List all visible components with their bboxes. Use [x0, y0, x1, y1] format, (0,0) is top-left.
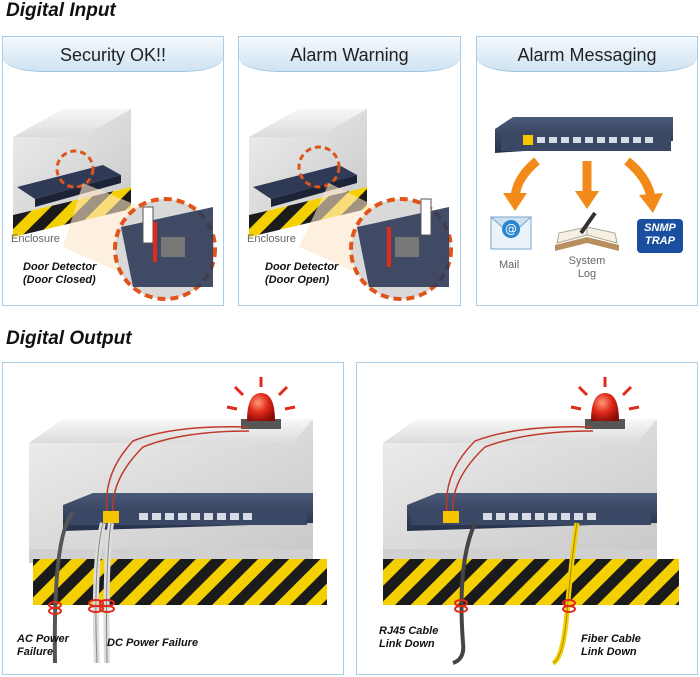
detector-line1: Door Detector	[23, 261, 97, 273]
svg-text:@: @	[505, 222, 517, 236]
fiber-line1: Fiber Cable	[581, 633, 641, 645]
system-log-line1: System	[568, 255, 606, 267]
rj45-line1: RJ45 Cable	[379, 625, 439, 637]
detector-line1: Door Detector	[265, 261, 339, 273]
ac-line1: AC Power	[17, 633, 69, 645]
system-log-book-icon	[555, 211, 619, 251]
digital-output-title: Digital Output	[6, 328, 132, 349]
system-log-line2: Log	[577, 268, 597, 280]
snmp-trap-label: SNMP TRAP	[637, 222, 683, 248]
system-log-label: System Log	[563, 255, 611, 281]
mail-icon: @	[489, 216, 533, 250]
rj45-line2: Link Down	[379, 638, 435, 650]
enclosure-door-open-illustration	[249, 109, 453, 301]
link-down-illustration	[383, 377, 679, 666]
fiber-link-down-label: Fiber Cable Link Down	[581, 633, 641, 659]
fiber-line2: Link Down	[581, 646, 637, 658]
detector-line2: (Door Closed)	[23, 274, 96, 286]
snmp-line1: SNMP	[644, 222, 676, 234]
messaging-illustration	[495, 117, 673, 213]
panel-security-ok: Security OK!! Enclosure Door Detector (D…	[2, 36, 224, 306]
ac-line2: Failure	[17, 646, 54, 658]
enclosure-door-closed-illustration	[13, 109, 217, 301]
enclosure-label: Enclosure	[11, 233, 60, 245]
panel-link-down: RJ45 Cable Link Down Fiber Cable Link Do…	[356, 362, 698, 675]
tab-alarm-warning: Alarm Warning	[239, 37, 460, 72]
panel-power-failure: AC Power Failure DC Power Failure	[2, 362, 344, 675]
tab-security-ok: Security OK!!	[3, 37, 223, 72]
panel-alarm-warning: Alarm Warning Enclosure Door Detector (D…	[238, 36, 461, 306]
detector-line2: (Door Open)	[265, 274, 330, 286]
mail-label: Mail	[499, 259, 520, 271]
ac-power-failure-label: AC Power Failure	[17, 633, 69, 659]
dc-power-failure-label: DC Power Failure	[107, 637, 199, 649]
power-failure-illustration	[29, 377, 327, 664]
door-detector-label: Door Detector (Door Closed)	[23, 261, 96, 287]
tab-alarm-messaging: Alarm Messaging	[477, 37, 697, 72]
digital-input-title: Digital Input	[6, 0, 116, 21]
door-detector-label: Door Detector (Door Open)	[265, 261, 338, 287]
panel-alarm-messaging: Alarm Messaging @ SNMP	[476, 36, 698, 306]
snmp-trap-icon	[637, 219, 683, 253]
snmp-line2: TRAP	[645, 235, 675, 247]
rj45-link-down-label: RJ45 Cable Link Down	[379, 625, 438, 651]
enclosure-label: Enclosure	[247, 233, 296, 245]
